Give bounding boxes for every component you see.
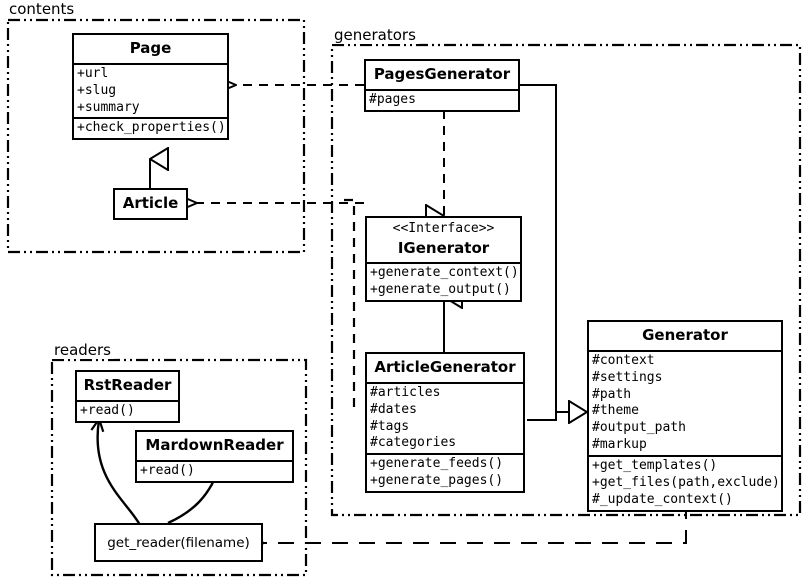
class-stereotype-igenerator: <<Interface>> bbox=[392, 221, 495, 236]
class-box-pagesgenerator[interactable]: PagesGenerator #pages bbox=[364, 59, 520, 112]
class-method: +read() bbox=[140, 462, 195, 478]
class-name-article: Article bbox=[122, 194, 179, 212]
class-attributes-page: +url +slug +summary bbox=[74, 62, 227, 118]
class-methods-page: +check_properties() bbox=[74, 117, 227, 138]
class-attribute: #tags bbox=[370, 418, 410, 434]
package-label-readers: readers bbox=[51, 341, 114, 359]
class-attribute: #pages bbox=[369, 91, 416, 107]
class-attribute: +slug bbox=[77, 82, 117, 98]
class-name-mardownreader: MardownReader bbox=[145, 436, 284, 454]
class-methods-generator: +get_templates() +get_files(path,exclude… bbox=[589, 455, 781, 510]
class-method: +generate_pages() bbox=[370, 473, 504, 489]
class-attribute: #settings bbox=[592, 369, 663, 385]
class-attributes-articlegenerator: #articles #dates #tags #categories bbox=[367, 381, 523, 454]
class-method: #_update_context() bbox=[592, 491, 733, 507]
class-method: +get_templates() bbox=[592, 458, 718, 474]
class-box-rstreader[interactable]: RstReader +read() bbox=[75, 370, 180, 423]
class-methods-mardownreader: +read() bbox=[137, 459, 292, 481]
class-name-pagesgenerator: PagesGenerator bbox=[373, 65, 511, 83]
package-label-generators: generators bbox=[331, 26, 419, 44]
package-frame-generators-inner bbox=[344, 198, 356, 413]
class-attributes-generator: #context #settings #path #theme #output_… bbox=[589, 349, 781, 455]
class-box-page[interactable]: Page +url +slug +summary +check_properti… bbox=[72, 33, 229, 141]
class-box-articlegenerator[interactable]: ArticleGenerator #articles #dates #tags … bbox=[365, 352, 525, 494]
class-methods-igenerator: +generate_context() +generate_output() bbox=[367, 262, 520, 300]
class-name-igenerator: IGenerator bbox=[397, 238, 490, 257]
class-attribute: +url bbox=[77, 65, 109, 81]
class-methods-articlegenerator: +generate_feeds() +generate_pages() bbox=[367, 453, 523, 491]
class-attribute: #categories bbox=[370, 435, 457, 451]
class-attribute: #path bbox=[592, 386, 632, 402]
class-name-rstreader: RstReader bbox=[83, 376, 172, 394]
class-attribute: #markup bbox=[592, 437, 647, 453]
class-box-generator[interactable]: Generator #context #settings #path #them… bbox=[587, 320, 783, 512]
class-method: +read() bbox=[80, 402, 135, 418]
class-attribute: #context bbox=[592, 352, 655, 368]
class-attribute: +summary bbox=[77, 99, 140, 115]
class-name-generator: Generator bbox=[642, 326, 728, 344]
class-method: +check_properties() bbox=[77, 120, 226, 136]
function-box-get-reader[interactable]: get_reader(filename) bbox=[94, 523, 263, 562]
class-method: +generate_feeds() bbox=[370, 456, 504, 472]
class-method: +get_files(path,exclude) bbox=[592, 474, 780, 490]
relationship-pagesgenerator-inherits-generator bbox=[520, 84, 562, 413]
class-box-article[interactable]: Article bbox=[113, 188, 188, 220]
class-methods-rstreader: +read() bbox=[77, 399, 178, 421]
class-name-articlegenerator: ArticleGenerator bbox=[374, 358, 516, 376]
package-label-contents: contents bbox=[6, 0, 78, 18]
function-label-get-reader: get_reader(filename) bbox=[107, 534, 250, 551]
class-name-page: Page bbox=[129, 39, 172, 57]
class-method: +generate_output() bbox=[370, 282, 511, 298]
relationship-articlegenerator-inherits-generator bbox=[527, 412, 587, 420]
class-attribute: #dates bbox=[370, 401, 417, 417]
relationship-getreader-to-rstreader bbox=[98, 420, 142, 526]
class-method: +generate_context() bbox=[370, 265, 519, 281]
class-box-igenerator[interactable]: <<Interface>> IGenerator +generate_conte… bbox=[365, 216, 522, 303]
class-attribute: #theme bbox=[592, 403, 639, 419]
class-attribute: #articles bbox=[370, 384, 441, 400]
class-attribute: #output_path bbox=[592, 420, 686, 436]
class-attributes-pagesgenerator: #pages bbox=[366, 88, 518, 110]
class-box-mardownreader[interactable]: MardownReader +read() bbox=[135, 430, 294, 483]
